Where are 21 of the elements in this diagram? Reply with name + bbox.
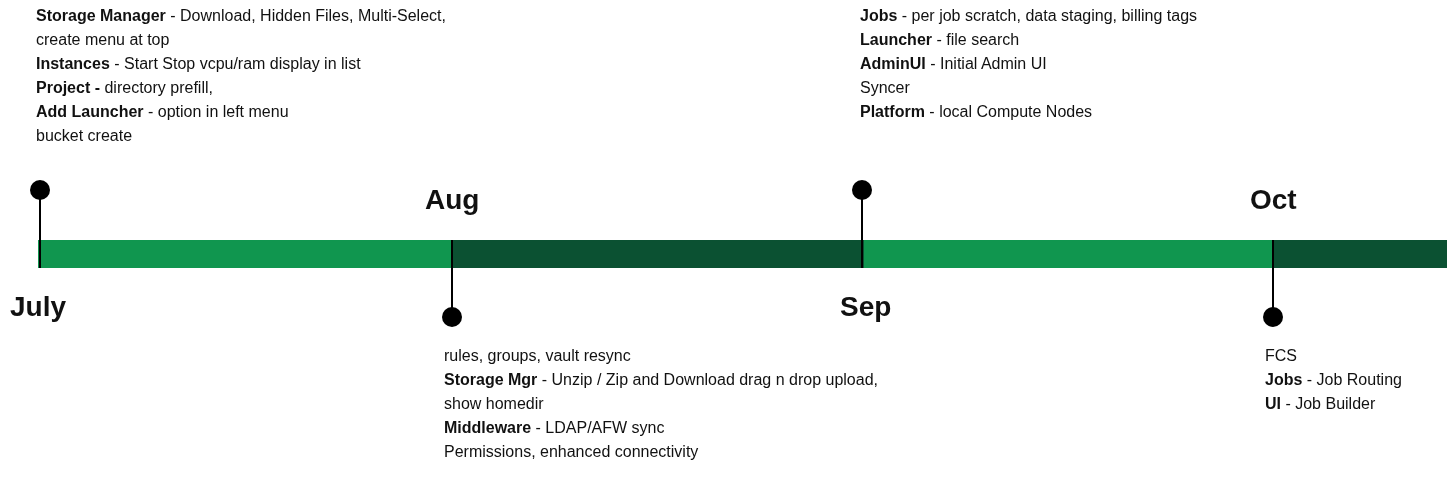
milestone-item: Permissions, enhanced connectivity [444,442,700,462]
milestone-item: bucket create [36,126,134,146]
milestone-item: Jobs - per job scratch, data staging, billing tags [860,6,1199,26]
milestone-item: Jobs - Job Routing [1265,370,1403,390]
milestone-item: Instances - Start Stop vcpu/ram display in list [36,54,362,74]
milestone-item: Storage Manager - Download, Hidden Files, Multi-Select, create menu at top [36,6,447,50]
milestone-item: Project - directory prefill, [36,78,214,98]
milestone-item: FCS [1265,346,1298,366]
month-label: Sep [840,291,892,323]
milestone-item: Platform - local Compute Nodes [860,102,1094,122]
milestone-item: rules, groups, vault resync [444,346,632,366]
milestone-item: Syncer [860,78,911,98]
milestone-item: Middleware - LDAP/AFW sync [444,418,666,438]
month-label: Aug [425,184,480,216]
month-label: July [10,291,67,323]
milestone-item: UI - Job Builder [1265,394,1377,414]
milestone-item: Storage Mgr - Unzip / Zip and Download drag n drop upload, show homedir [444,370,879,414]
milestone-item: AdminUI - Initial Admin UI [860,54,1048,74]
month-label: Oct [1250,184,1297,216]
milestone-item: Add Launcher - option in left menu [36,102,290,122]
milestone-item: Launcher - file search [860,30,1021,50]
